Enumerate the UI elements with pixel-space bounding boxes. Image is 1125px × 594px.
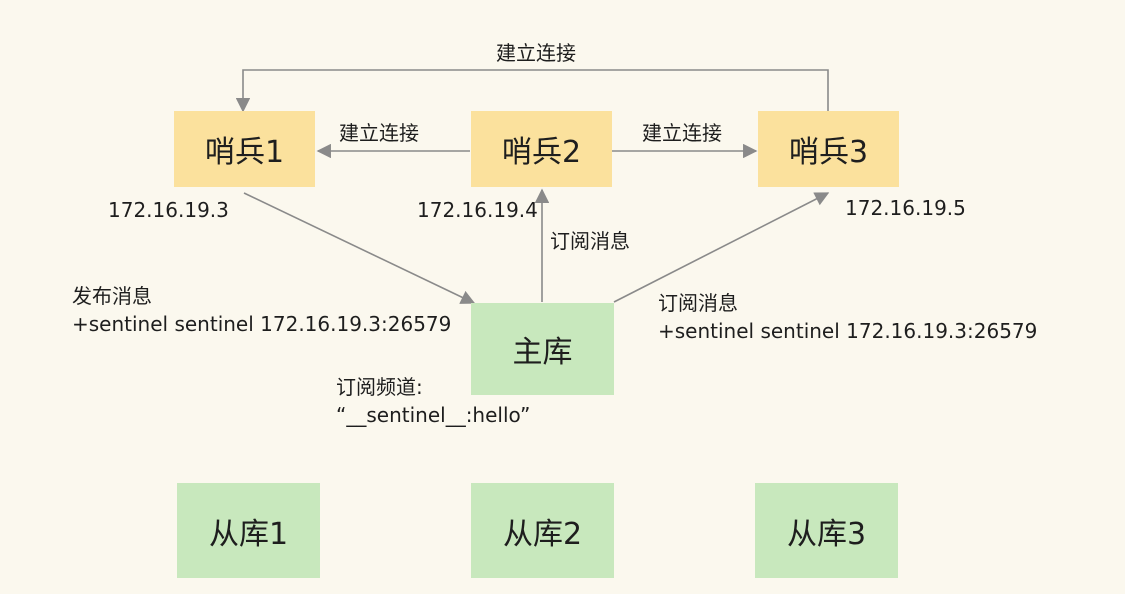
ip-sentinel-2: 172.16.19.4 [417,198,538,222]
channel-title: 订阅频道: [336,375,423,399]
subscribe-title: 订阅消息 [658,291,738,315]
replica-3-node: 从库3 [755,483,898,578]
sentinel-2-label: 哨兵2 [501,135,582,170]
publish-message: +sentinel sentinel 172.16.19.3:26579 [72,312,452,336]
arrow-master-to-s3 [613,192,830,303]
edge-label-s3-to-s1: 建立连接 [496,41,576,65]
channel-name: “__sentinel__:hello” [336,403,531,427]
sentinel-2-node: 哨兵2 [471,111,612,187]
sentinel-3-label: 哨兵3 [788,135,869,170]
arrow-s3-to-s1 [235,69,829,113]
replica-2-label: 从库2 [502,516,583,552]
replica-1-node: 从库1 [177,483,320,578]
master-node: 主库 [471,303,614,395]
arrow-s1-to-master [243,192,476,304]
edge-label-s2-to-s1: 建立连接 [339,121,419,145]
replica-3-label: 从库3 [786,516,867,552]
sentinel-1-node: 哨兵1 [174,111,315,187]
publish-title: 发布消息 [72,284,152,308]
ip-sentinel-3: 172.16.19.5 [845,196,966,220]
subscribe-message: +sentinel sentinel 172.16.19.3:26579 [658,319,1038,343]
edge-label-subscribe-s2: 订阅消息 [550,229,630,253]
sentinel-3-node: 哨兵3 [758,111,899,187]
edge-label-s2-to-s3: 建立连接 [642,121,722,145]
master-label: 主库 [512,335,573,370]
ip-sentinel-1: 172.16.19.3 [108,198,229,222]
sentinel-1-label: 哨兵1 [204,135,285,170]
replica-1-label: 从库1 [208,516,289,552]
replica-2-node: 从库2 [471,483,614,578]
